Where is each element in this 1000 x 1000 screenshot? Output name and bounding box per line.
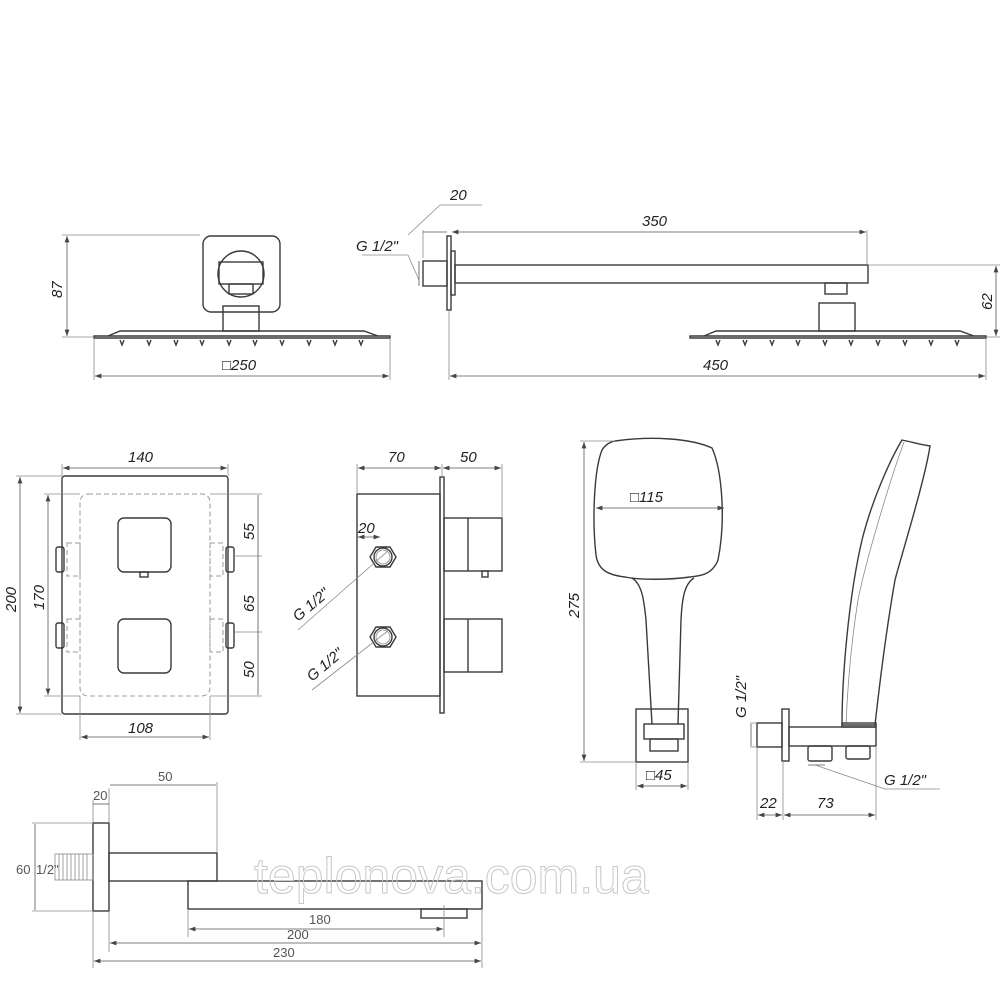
dim-thread-g12: G 1/2" xyxy=(356,238,399,255)
dim-thread-vertical: G 1/2" xyxy=(733,675,750,718)
dim-200-spout: 200 xyxy=(287,927,309,942)
dim-108: 108 xyxy=(128,720,154,737)
dim-50-handle: 50 xyxy=(460,449,477,466)
dim-350: 350 xyxy=(642,213,668,230)
shower-arm-side-view: G 1/2" 20 350 62 450 xyxy=(356,187,1000,380)
hand-shower-holder-view: G 1/2" G 1/2" 22 73 xyxy=(733,439,940,820)
dim-73: 73 xyxy=(817,795,834,812)
dim-50-spout: 50 xyxy=(158,769,172,784)
dim-20-spout: 20 xyxy=(93,788,107,803)
dim-180: 180 xyxy=(309,912,331,927)
dim-50-mixer: 50 xyxy=(241,661,258,678)
dim-65: 65 xyxy=(241,595,258,612)
dim-55: 55 xyxy=(241,523,258,540)
dim-thread-outlet: G 1/2" xyxy=(884,772,927,789)
dim-200: 200 xyxy=(3,586,20,613)
spout-side-view: 60 1/2" 20 50 180 200 230 xyxy=(16,769,483,968)
dim-62: 62 xyxy=(979,293,996,310)
dim-60: 60 xyxy=(16,862,30,877)
dim-275: 275 xyxy=(566,592,583,619)
hand-shower-front-view: 275 □115 □45 xyxy=(566,437,724,790)
dim-thread-spout: 1/2" xyxy=(36,862,59,877)
dim-250: □250 xyxy=(222,357,257,374)
dim-45: □45 xyxy=(646,767,672,784)
dim-87: 87 xyxy=(49,281,66,298)
dim-230: 230 xyxy=(273,945,295,960)
dim-20-port: 20 xyxy=(357,520,375,537)
mixer-front-view: 140 200 170 108 55 65 50 xyxy=(3,449,262,740)
dim-450: 450 xyxy=(703,357,729,374)
dim-20: 20 xyxy=(449,187,467,204)
dim-115: □115 xyxy=(630,489,664,506)
dim-70: 70 xyxy=(388,449,405,466)
shower-head-front-view: 87 □250 xyxy=(49,234,391,380)
dim-170: 170 xyxy=(31,584,48,610)
dim-inlet-2: G 1/2" xyxy=(304,645,348,685)
mixer-side-view: 70 50 20 G 1/2" G 1/2" xyxy=(290,449,503,714)
dim-140: 140 xyxy=(128,449,154,466)
watermark: teplonova.com.ua xyxy=(254,848,649,904)
dim-22: 22 xyxy=(759,795,777,812)
